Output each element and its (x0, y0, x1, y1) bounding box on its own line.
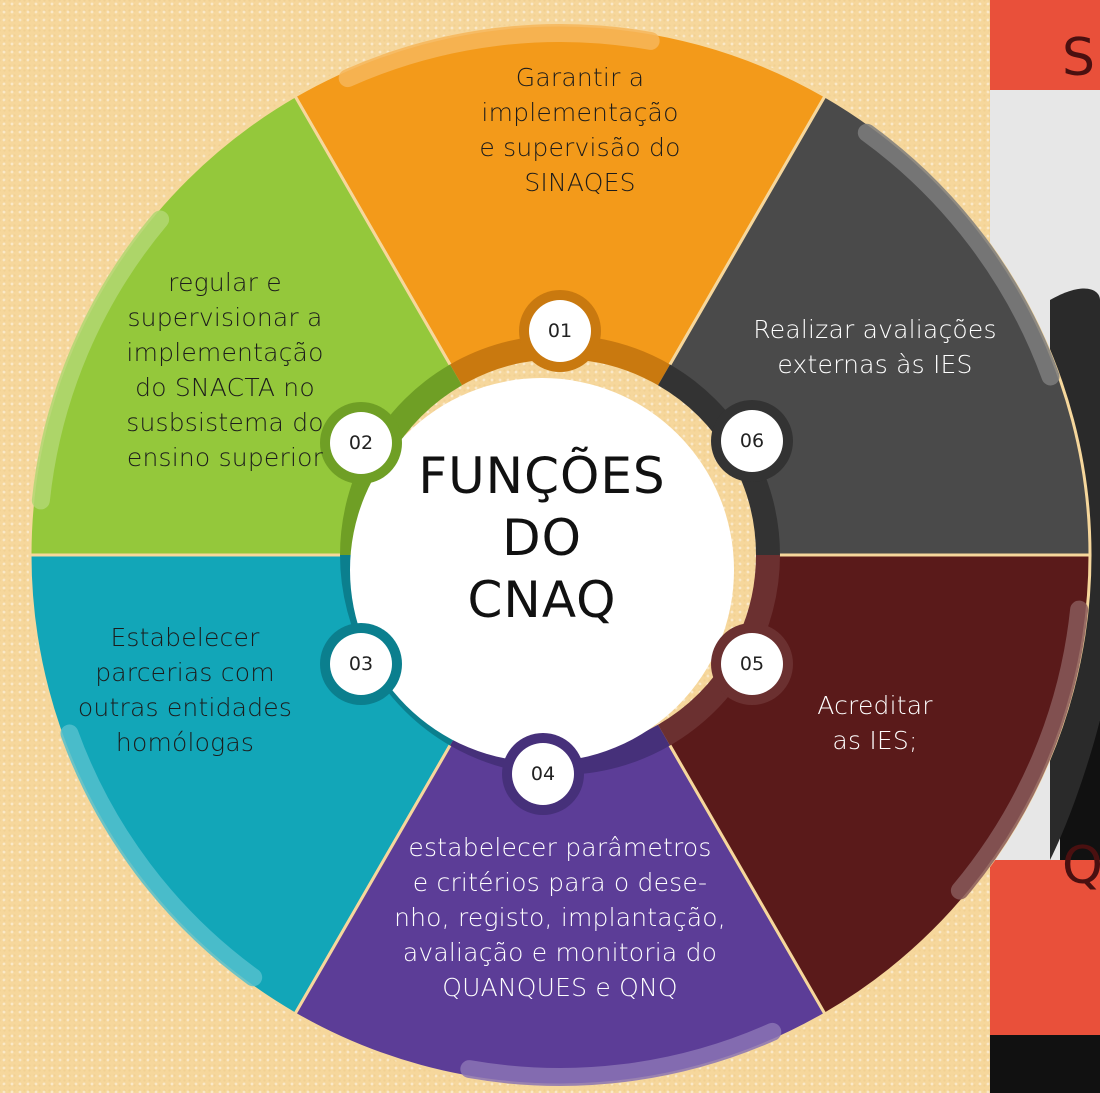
segment-05-line: Acreditar (817, 691, 933, 720)
side-top-letter: S (1062, 28, 1096, 88)
segment-05-line: as IES; (832, 726, 918, 755)
segment-04-line: avaliação e monitoria do (402, 938, 718, 967)
badge-02 (330, 412, 392, 474)
segment-03-line: outras entidades (77, 693, 293, 722)
segment-05-text: Acreditar as IES; (790, 688, 960, 758)
segment-06-highlight (857, 123, 1060, 386)
center-title: FUNÇÕES DO CNAQ (392, 445, 692, 631)
segment-02-line: implementação (126, 338, 324, 367)
segment-01-text: Garantir a implementação e supervisão do SI… (435, 60, 725, 200)
segment-02-line: susbsistema do (126, 408, 324, 437)
segment-06-line: Realizar avaliações (753, 315, 997, 344)
badge-04-number: 04 (530, 763, 556, 785)
segment-04-text: estabelecer parâmetros e critérios para o… (360, 830, 760, 1005)
badge-06-number: 06 (739, 430, 765, 452)
segment-01-line: implementação (481, 98, 679, 127)
segment-05-highlight (950, 600, 1089, 900)
segment-03-line: parcerias com (95, 658, 275, 687)
badge-05 (721, 633, 783, 695)
badge-05-number: 05 (739, 653, 765, 675)
segment-01-highlight (338, 24, 660, 88)
segment-03-text: Estabelecer parcerias com outras entidades… (50, 620, 320, 760)
segment-04-line: estabelecer parâmetros (408, 833, 712, 862)
segment-03-line: homólogas (115, 728, 255, 757)
segment-03-highlight (60, 724, 263, 987)
segment-04-line: nho, registo, implantação, (394, 903, 726, 932)
segment-02-line: ensino superior (126, 443, 324, 472)
segment-04-line: QUANQUES e QNQ (442, 973, 678, 1002)
segment-02-line: regular e (168, 268, 282, 297)
side-bottom-letter: Q (1062, 836, 1100, 896)
segment-01-line: e supervisão do (479, 133, 681, 162)
segment-01-line: Garantir a (515, 63, 645, 92)
segment-02-highlight (31, 210, 170, 510)
badge-02-number: 02 (348, 432, 374, 454)
center-title-line-1: FUNÇÕES (418, 447, 666, 505)
badge-03-number: 03 (348, 653, 374, 675)
segment-04-highlight (460, 1022, 782, 1086)
segment-04-line: e critérios para o dese- (412, 868, 708, 897)
center-circle (350, 378, 734, 762)
segment-06-text: Realizar avaliações externas às IES (715, 312, 1035, 382)
badge-04 (512, 743, 574, 805)
badge-01-number: 01 (547, 320, 573, 342)
badge-06 (721, 410, 783, 472)
segment-02-line: do SNACTA no (135, 373, 315, 402)
segment-02-text: regular e supervisionar a implementação do … (90, 265, 360, 475)
badge-01 (529, 300, 591, 362)
segment-06-line: externas às IES (777, 350, 973, 379)
center-title-line-3: CNAQ (467, 571, 617, 629)
badge-03 (330, 633, 392, 695)
center-title-line-2: DO (502, 509, 582, 567)
segment-02-line: supervisionar a (127, 303, 323, 332)
segment-01-line: SINAQES (524, 168, 636, 197)
segment-03-line: Estabelecer (110, 623, 260, 652)
